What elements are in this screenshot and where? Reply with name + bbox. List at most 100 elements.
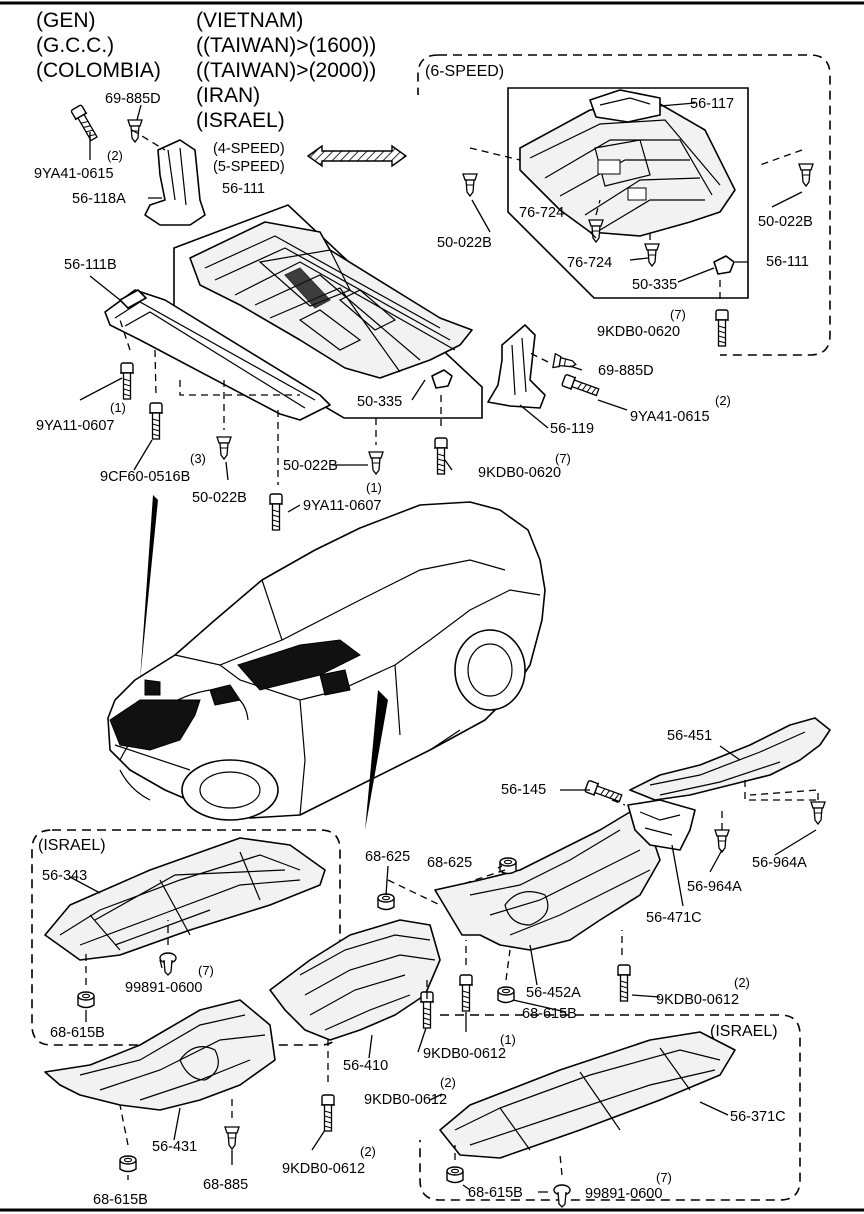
label-99891-0600: 99891-0600 — [125, 980, 202, 996]
label-9kdb0-0620-six: 9KDB0-0620 — [597, 324, 680, 340]
cover-56-117 — [589, 89, 661, 123]
label-50-335-six: 50-335 — [632, 277, 677, 293]
pointer-front — [140, 495, 158, 680]
undercover-56-111-six-speed — [519, 89, 736, 237]
label-76-724-lower: 76-724 — [567, 255, 612, 271]
header-taiwan-2000: ((TAIWAN)>(2000)) — [196, 59, 376, 82]
label-56-410: 56-410 — [343, 1058, 388, 1074]
label-9kdb0-0612-bottom: 9KDB0-0612 — [282, 1161, 365, 1177]
label-68-615b-mid: 68-615B — [522, 1006, 577, 1022]
bolt-9cf60-0516b — [148, 402, 164, 440]
label-56-451: 56-451 — [667, 728, 712, 744]
label-50-022b: 50-022B — [192, 490, 247, 506]
header-iran: (IRAN) — [196, 84, 260, 107]
six-speed-group-outline-left — [417, 54, 439, 95]
israel-left-group-outline — [31, 829, 341, 1046]
label-76-724: 76-724 — [519, 205, 564, 221]
label-50-022b-six: 50-022B — [437, 235, 492, 251]
clip-68-885 — [224, 1126, 240, 1150]
insulator-56-451 — [629, 717, 831, 801]
nut-68-615b-bottom — [119, 1155, 137, 1173]
equivalence-arrow — [306, 144, 408, 168]
bolt-9kdb0-0620 — [433, 437, 449, 475]
label-56-964a-right: 56-964A — [752, 855, 807, 871]
label-56-371c: 56-371C — [730, 1109, 786, 1125]
label-9ya41-0615: 9YA41-0615 — [34, 166, 114, 182]
qty-9ya41-0615-right: (2) — [715, 393, 731, 408]
car-illustration — [107, 501, 546, 821]
israel-left-label: (ISRAEL) — [38, 837, 106, 854]
insulator-56-410 — [269, 919, 441, 1041]
label-56-343: 56-343 — [42, 868, 87, 884]
label-56-117: 56-117 — [690, 96, 734, 112]
label-56-111-six: 56-111 — [766, 254, 809, 270]
header-gcc: (G.C.C.) — [36, 34, 114, 57]
label-56-964a: 56-964A — [687, 879, 742, 895]
label-56-452a: 56-452A — [526, 985, 581, 1001]
label-9kdb0-0612-mid: 9KDB0-0612 — [423, 1046, 506, 1062]
header-regions: (GEN) (G.C.C.) (COLOMBIA) (VIETNAM) ((TA… — [36, 9, 376, 132]
bracket-56-119 — [487, 324, 546, 409]
push-nut-99891-0600 — [159, 952, 177, 976]
cover-56-371C — [439, 1031, 736, 1159]
label-50-022b-lower: 50-022B — [283, 458, 338, 474]
label-9cf60-0516b: 9CF60-0516B — [100, 469, 190, 485]
qty-99891-0600-israel: (7) — [656, 1170, 672, 1185]
label-68-615b-israel: 68-615B — [468, 1185, 523, 1201]
nut-68-615b-israel — [446, 1166, 464, 1184]
clip-56-964a-right — [810, 801, 826, 825]
header-taiwan-1600: ((TAIWAN)>(1600)) — [196, 34, 376, 57]
label-69-885d-right: 69-885D — [598, 363, 654, 379]
label-9ya11-0607-lower: 9YA11-0607 — [303, 498, 381, 514]
israel-right-label: (ISRAEL) — [710, 1023, 778, 1040]
label-50-022b-six-right: 50-022B — [758, 214, 813, 230]
label-56-111: 56-111 — [222, 181, 265, 197]
bolt-9ya41-0615-right — [560, 372, 601, 400]
qty-9kdb0-0612-mid: (1) — [500, 1032, 516, 1047]
label-9ya41-0615-right: 9YA41-0615 — [630, 409, 710, 425]
header-colombia: (COLOMBIA) — [36, 59, 161, 82]
qty-9kdb0-0620-six: (7) — [670, 307, 686, 322]
clip-50-335 — [431, 369, 453, 389]
label-56-431: 56-431 — [152, 1139, 197, 1155]
bolt-56-145 — [583, 778, 624, 806]
five-speed-label: (5-SPEED) — [213, 159, 285, 175]
clip-69-885d-right — [552, 353, 578, 372]
label-9kdb0-0612-left: 9KDB0-0612 — [364, 1092, 447, 1108]
header-gen: (GEN) — [36, 9, 96, 32]
label-99891-0600-israel: 99891-0600 — [585, 1186, 662, 1202]
cover-56-343 — [44, 837, 326, 961]
qty-9cf60-0516b: (3) — [190, 451, 206, 466]
label-69-885d: 69-885D — [105, 91, 161, 107]
header-vietnam: (VIETNAM) — [196, 9, 303, 32]
six-speed-undercover-box — [507, 87, 749, 299]
label-68-885: 68-885 — [203, 1177, 248, 1193]
qty-99891-0600: (7) — [198, 963, 214, 978]
label-68-615b: 68-615B — [50, 1025, 105, 1041]
header-israel: (ISRAEL) — [196, 109, 285, 132]
label-56-471c: 56-471C — [646, 910, 702, 926]
qty-9ya11-0607: (1) — [110, 400, 126, 415]
nut-68-625 — [377, 893, 395, 911]
clip-56-964a — [714, 829, 730, 853]
qty-9ya41-0615: (2) — [107, 148, 123, 163]
qty-9kdb0-0620: (7) — [555, 451, 571, 466]
qty-9kdb0-0612-bottom: (2) — [360, 1144, 376, 1159]
label-68-615b-bottom: 68-615B — [93, 1192, 148, 1208]
label-56-145: 56-145 — [501, 782, 546, 798]
label-56-119: 56-119 — [550, 421, 594, 437]
clip-50-022b-six-right — [798, 163, 814, 187]
bracket-56-471C — [627, 799, 696, 851]
bolt-9ya41-0615 — [69, 103, 101, 143]
label-50-335: 50-335 — [357, 394, 402, 410]
clip-50-335-six — [713, 255, 735, 275]
label-68-625: 68-625 — [365, 849, 410, 865]
clip-50-022b — [216, 436, 232, 460]
clip-76-724-lower — [644, 243, 660, 267]
bracket-56-118A — [144, 139, 206, 226]
bolt-9ya11-0607 — [119, 362, 135, 400]
undercover-56-111 — [189, 221, 473, 379]
bolt-9kdb0-0620-six — [714, 309, 730, 347]
qty-9kdb0-0612-left: (2) — [440, 1075, 456, 1090]
